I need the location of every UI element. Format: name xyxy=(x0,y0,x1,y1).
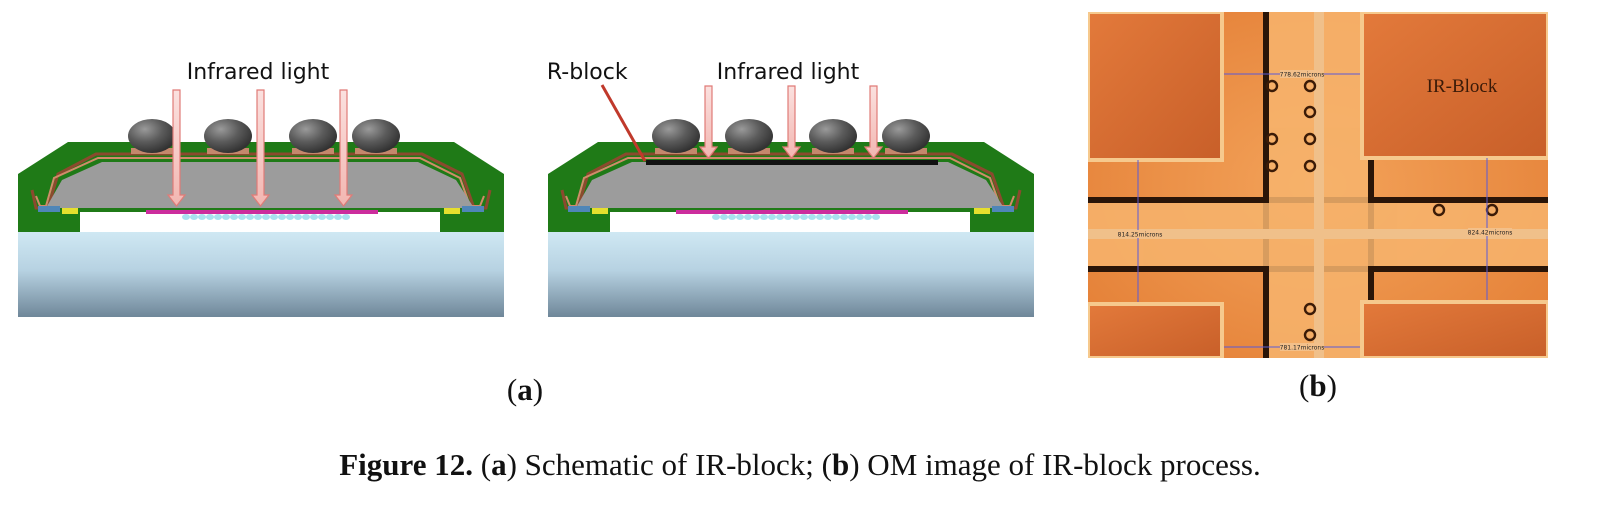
solder-balls xyxy=(652,119,930,154)
ir-block-label: IR-block xyxy=(548,60,628,85)
figure-caption: Figure 12. (a) Schematic of IR-block; (b… xyxy=(339,447,1261,482)
measurement-bottom: 781.17microns xyxy=(1280,345,1325,352)
silicon-die xyxy=(576,162,1004,208)
sensor-area xyxy=(146,210,378,214)
ir-block-pointer xyxy=(600,84,647,162)
infrared-arrows xyxy=(698,85,884,159)
sublabel-b: (b) xyxy=(1299,368,1337,403)
via-circles xyxy=(1265,79,1499,342)
measurement-left: 814.25microns xyxy=(1118,232,1163,239)
infrared-light-label: Infrared light xyxy=(717,60,860,85)
infrared-arrows xyxy=(166,89,354,207)
figure-label: Figure 12. xyxy=(339,447,473,482)
schematic-left: Infrared light xyxy=(18,60,504,317)
ir-block-layer xyxy=(646,160,938,165)
ir-block-pads xyxy=(1088,12,1548,358)
sensor-area xyxy=(676,210,908,214)
glass-substrate xyxy=(548,232,1034,317)
glass-substrate xyxy=(18,232,504,317)
microlens-array xyxy=(712,214,880,220)
measurement-top: 778.62microns xyxy=(1280,72,1325,79)
schematic-right: IR-block Infrared light xyxy=(548,60,1034,317)
om-image: 778.62microns 781.17microns 814.25micron… xyxy=(1088,12,1548,358)
infrared-light-label: Infrared light xyxy=(187,60,330,85)
measurement-right: 824.42microns xyxy=(1468,230,1513,237)
solder-balls xyxy=(128,119,400,154)
sublabel-a: (a) xyxy=(506,372,544,407)
ir-block-label: IR-Block xyxy=(1427,76,1498,97)
microlens-array xyxy=(182,214,350,220)
